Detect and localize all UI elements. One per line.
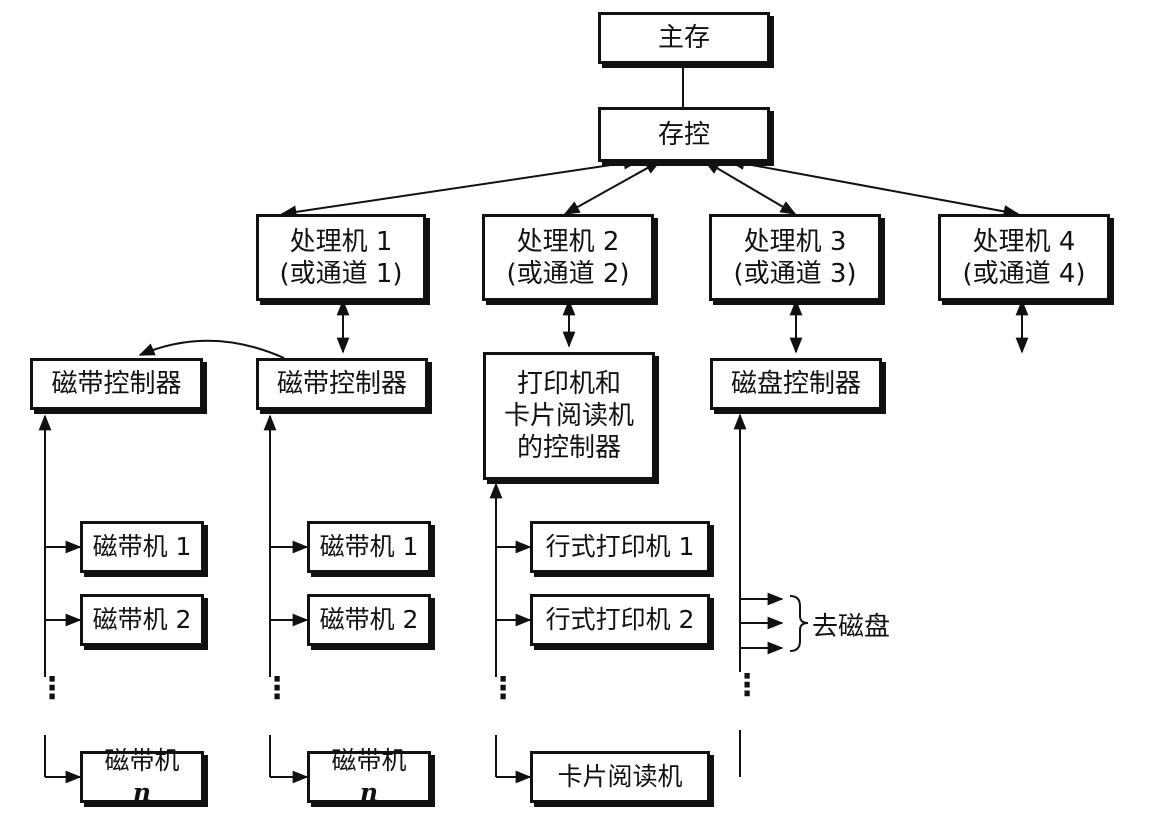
storage-controller-label: 存控 bbox=[657, 119, 710, 150]
tape-a-ellipsis: ⋮ bbox=[37, 671, 67, 706]
tape-b-device-2: 磁带机 2 bbox=[307, 594, 431, 646]
processor-1-label: 处理机 1 bbox=[289, 226, 393, 257]
tape-a-device-2: 磁带机 2 bbox=[80, 594, 204, 646]
printer-controller-line3: 的控制器 bbox=[516, 433, 621, 463]
line-printer-2: 行式打印机 2 bbox=[530, 594, 710, 646]
link-proc1 bbox=[280, 156, 640, 219]
card-reader: 卡片阅读机 bbox=[530, 751, 710, 803]
link-proc2 bbox=[563, 160, 662, 215]
to-disk-brace bbox=[789, 595, 809, 652]
tape-a-device-1: 磁带机 1 bbox=[80, 521, 204, 573]
tape-controller-b-label: 磁带控制器 bbox=[276, 369, 407, 399]
printer-controller-line1: 打印机和 bbox=[516, 369, 621, 399]
processor-3-label: 处理机 3 bbox=[743, 226, 847, 257]
tape-b-device-n: 磁带机 n bbox=[307, 746, 431, 807]
to-disk-label: 去磁盘 bbox=[812, 612, 891, 642]
link-proc4 bbox=[728, 157, 1020, 218]
processor-2-channel: (或通道 2) bbox=[506, 258, 630, 289]
printer-ellipsis: ⋮ bbox=[488, 671, 518, 706]
main-memory-box: 主存 bbox=[598, 12, 770, 64]
tape-controller-a-label: 磁带控制器 bbox=[51, 369, 182, 399]
tape-controller-a-box: 磁带控制器 bbox=[30, 358, 203, 410]
processor-1-channel: (或通道 1) bbox=[279, 258, 403, 289]
link-proc3 bbox=[703, 160, 797, 215]
tape-a-device-n: 磁带机 n bbox=[80, 746, 204, 807]
tapectl-curve bbox=[138, 339, 285, 359]
processor-1-box: 处理机 1 (或通道 1) bbox=[256, 214, 426, 301]
tape-b-device-1: 磁带机 1 bbox=[307, 521, 431, 573]
printer-controller-box: 打印机和 卡片阅读机 的控制器 bbox=[483, 352, 655, 480]
tape-b-ellipsis: ⋮ bbox=[262, 671, 292, 706]
printer-controller-line2: 卡片阅读机 bbox=[503, 401, 634, 431]
tape-controller-b-box: 磁带控制器 bbox=[256, 358, 428, 410]
processor-2-label: 处理机 2 bbox=[516, 226, 620, 257]
processor-4-channel: (或通道 4) bbox=[962, 258, 1086, 289]
processor-3-channel: (或通道 3) bbox=[733, 258, 857, 289]
line-printer-1: 行式打印机 1 bbox=[530, 521, 710, 573]
processor-4-box: 处理机 4 (或通道 4) bbox=[938, 214, 1110, 301]
processor-2-box: 处理机 2 (或通道 2) bbox=[482, 214, 654, 301]
disk-controller-label: 磁盘控制器 bbox=[730, 369, 861, 399]
processor-3-box: 处理机 3 (或通道 3) bbox=[709, 214, 881, 301]
storage-controller-box: 存控 bbox=[598, 107, 770, 162]
disk-ellipsis: ⋮ bbox=[732, 668, 762, 703]
processor-4-label: 处理机 4 bbox=[972, 226, 1076, 257]
main-memory-label: 主存 bbox=[657, 23, 710, 53]
disk-controller-box: 磁盘控制器 bbox=[710, 358, 882, 410]
